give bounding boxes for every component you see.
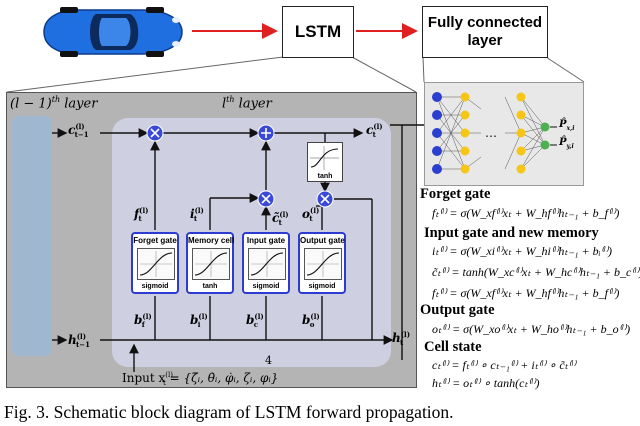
- cell-state-equation-1: cₜ⁽ˡ⁾ = fₜ⁽ˡ⁾ ∘ cₜ₋₁⁽ˡ⁾ + iₜ⁽ˡ⁾ ∘ c̃ₜ⁽ˡ⁾: [432, 358, 576, 372]
- input-gate-equation-1: iₜ⁽ˡ⁾ = σ(W_xi⁽ˡ⁾xₜ + W_hi⁽ˡ⁾hₜ₋₁ + bᵢ⁽ˡ…: [432, 244, 612, 258]
- input-output-label: i(l)t: [190, 206, 204, 224]
- candidate-output-label: c̃(l)t: [272, 210, 289, 228]
- zoom-line-right: [351, 56, 417, 93]
- sigmoid-curve-icon: [304, 248, 342, 280]
- input-gate-equation-3: fₜ⁽ˡ⁾ = σ(W_xf⁽ˡ⁾xₜ + W_hf⁽ˡ⁾hₜ₋₁ + b_f⁽…: [432, 286, 620, 300]
- gate-activation: sigmoid: [141, 283, 169, 290]
- lstm-label: LSTM: [294, 22, 342, 41]
- input-gate-equation-2: c̃ₜ⁽ˡ⁾ = tanh(W_xc⁽ˡ⁾xₜ + W_hc⁽ˡ⁾hₜ₋₁ + …: [432, 265, 640, 279]
- tanh-curve-icon: [310, 146, 339, 170]
- forget-gate-block: Forget gate sigmoid: [131, 232, 179, 294]
- previous-layer-title: (l − 1)th layer: [10, 95, 98, 112]
- cell-state-equation-2: hₜ⁽ˡ⁾ = oₜ⁽ˡ⁾ ∘ tanh(cₜ⁽ˡ⁾): [432, 376, 540, 390]
- gate-activation: tanh: [202, 283, 218, 290]
- fc-label-line2: layer: [467, 32, 503, 49]
- c-out-label: c(l)t: [366, 122, 383, 140]
- output-px-label: P̂x,i: [559, 119, 575, 132]
- fully-connected-box: Fully connected layer: [422, 6, 548, 58]
- page-number: 4: [265, 354, 272, 367]
- gate-title: Forget gate: [133, 236, 177, 245]
- forget-output-label: f(l)t: [134, 206, 149, 224]
- output-multiply-node: [316, 190, 334, 208]
- input-gate-block: Input gate sigmoid: [242, 232, 290, 294]
- gate-title: Output gate: [300, 236, 345, 245]
- input-label: Input x(l)t = {ζ̇ᵢ, θ̇ᵢ, φ̇ᵢ, ζᵢ, φᵢ}: [122, 371, 279, 388]
- bias-f-label: b(l)f: [134, 312, 152, 330]
- zoom-line-left: [6, 56, 284, 93]
- lstm-box: LSTM: [282, 6, 354, 58]
- figure-caption: Fig. 3. Schematic block diagram of LSTM …: [4, 402, 454, 422]
- zoom-line-fc-right: [545, 56, 585, 83]
- output-gate-header: Output gate: [420, 302, 495, 318]
- h-out-label: h(l)t: [392, 330, 411, 348]
- sigmoid-curve-icon: [248, 248, 286, 280]
- output-gate-equation: oₜ⁽ˡ⁾ = σ(W_xo⁽ˡ⁾xₜ + W_ho⁽ˡ⁾hₜ₋₁ + b_o⁽…: [432, 322, 631, 336]
- bias-i-label: b(l)i: [190, 312, 208, 330]
- sigmoid-curve-icon: [137, 248, 175, 280]
- forget-gate-equation: fₜ⁽ˡ⁾ = σ(W_xf⁽ˡ⁾xₜ + W_hf⁽ˡ⁾hₜ₋₁ + b_f⁽…: [432, 206, 620, 220]
- fc-network-illustration: … P̂x,i P̂y,i: [424, 82, 584, 186]
- top-connectors: [6, 23, 585, 93]
- zoom-line-fc-left: [422, 56, 425, 83]
- gate-activation: sigmoid: [252, 283, 280, 290]
- h-prev-label: h(l)t−1: [68, 332, 91, 350]
- tanh-box-label: tanh: [317, 173, 333, 180]
- bias-o-label: b(l)o: [302, 312, 320, 330]
- input-gate-header: Input gate and new memory: [424, 225, 599, 241]
- previous-layer-block: [12, 116, 52, 356]
- fc-label-line1: Fully connected: [427, 14, 543, 31]
- output-gate-block: Output gate sigmoid: [298, 232, 346, 294]
- lstm-cell-wiring: [52, 124, 425, 372]
- gate-title: Input gate: [246, 236, 286, 245]
- output-gate-output-label: o(l)t: [302, 206, 320, 224]
- gate-title: Memory cell: [188, 236, 235, 245]
- cell-state-header: Cell state: [424, 339, 482, 355]
- car-icon: [43, 7, 183, 57]
- svg-text:…: …: [485, 126, 497, 140]
- memory-cell-block: Memory cell tanh: [186, 232, 234, 294]
- cell-add-node: [257, 124, 275, 142]
- gate-activation: sigmoid: [308, 283, 336, 290]
- forget-multiply-node: [146, 124, 164, 142]
- current-layer-title: lth layer: [222, 95, 272, 112]
- bias-c-label: b(l)c: [246, 312, 264, 330]
- forget-gate-header: Forget gate: [420, 186, 491, 202]
- input-multiply-node: [257, 190, 275, 208]
- output-py-label: P̂y,i: [559, 137, 574, 150]
- tanh-curve-icon: [192, 248, 230, 280]
- c-prev-label: c(l)t−1: [68, 122, 89, 140]
- output-tanh-box: tanh: [307, 142, 343, 182]
